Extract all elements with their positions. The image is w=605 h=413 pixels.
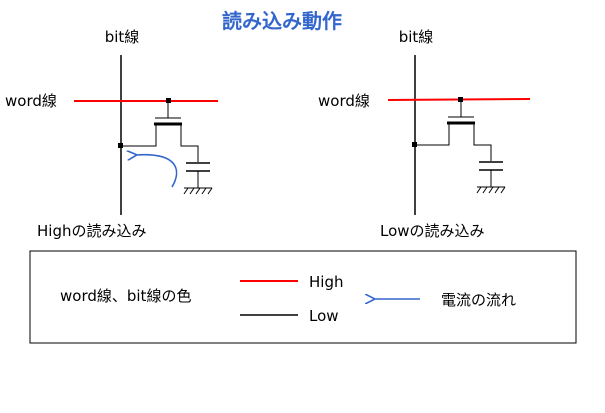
left-caption: Highの読み込み — [37, 222, 146, 240]
legend-low-label: Low — [309, 307, 339, 325]
left-word-line-label: word線 — [5, 92, 57, 110]
diagram-title: 読み込み動作 — [222, 9, 342, 33]
right-word-line-label: word線 — [318, 92, 370, 110]
right-bit-line-node — [412, 142, 417, 147]
legend-current-label: 電流の流れ — [441, 291, 516, 309]
high-read-circuit: bit線 word線 Highの読み — [5, 28, 218, 240]
left-ground-icon — [183, 187, 213, 195]
current-flow-arrow-icon — [135, 155, 178, 188]
left-bit-line-label: bit線 — [105, 28, 140, 46]
legend-box — [29, 250, 577, 344]
legend-high-label: High — [309, 273, 343, 291]
right-gate-node — [458, 97, 463, 102]
legend: word線、bit線の色 High Low 電流の流れ — [29, 250, 577, 344]
right-caption: Lowの読み込み — [380, 222, 485, 240]
left-gate-node — [166, 98, 171, 103]
right-ground-icon — [476, 186, 506, 194]
left-bit-line-node — [118, 143, 123, 148]
low-read-circuit: bit線 word線 Lowの読み込み — [318, 28, 531, 240]
right-bit-line-label: bit線 — [399, 28, 434, 46]
legend-line-color-label: word線、bit線の色 — [60, 287, 191, 305]
